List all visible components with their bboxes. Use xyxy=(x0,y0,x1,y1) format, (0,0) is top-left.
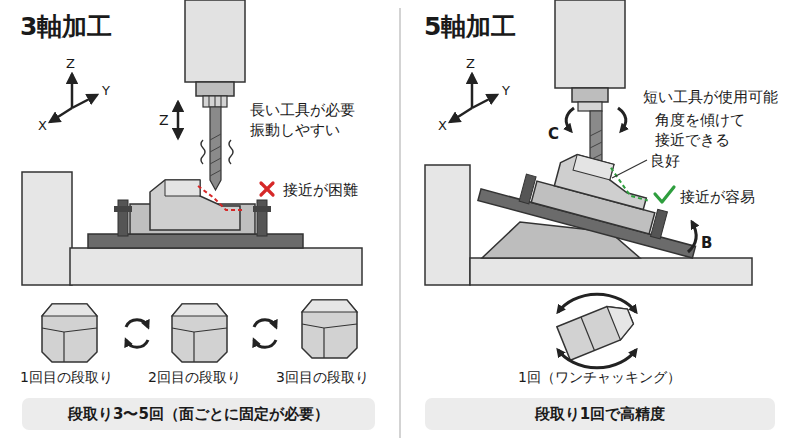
note-text: 長い工具が必要 振動しやすい xyxy=(250,100,370,141)
tilted-workpiece xyxy=(557,300,637,360)
axis-label: B xyxy=(701,233,712,253)
note-text: 短い工具が使用可能 xyxy=(643,87,778,107)
setup-caption: 2回目の段取り xyxy=(148,368,241,387)
setup-caption: 1回目の段取り xyxy=(20,368,113,387)
b-rotation-arrow xyxy=(688,222,696,252)
note-text: 角度を傾けて 接近できる xyxy=(655,110,775,151)
axis-label: Z xyxy=(66,55,75,73)
axis-triad xyxy=(450,74,497,122)
setup-caption: 3回目の段取り xyxy=(276,368,369,387)
cross-mark xyxy=(261,183,273,195)
panel-heading: 5軸加工 xyxy=(424,10,516,44)
axis-label: Y xyxy=(102,82,110,100)
status-text: 接近が容易 xyxy=(680,187,755,207)
vibration-mark xyxy=(201,140,233,164)
divider xyxy=(399,8,401,438)
setup-workpieces xyxy=(42,300,357,362)
spindle xyxy=(555,0,625,111)
machine-3axis xyxy=(22,172,362,285)
summary-band: 段取り1回で高精度 xyxy=(425,398,775,430)
axis-label: Z xyxy=(159,111,169,130)
band-text: 段取り3〜5回（面ごとに固定が必要） xyxy=(68,405,329,424)
rotation-arrows xyxy=(558,294,636,368)
spindle xyxy=(185,0,245,107)
c-rotation-arrows xyxy=(566,108,626,131)
axis-label: Y xyxy=(502,82,510,100)
check-mark xyxy=(655,187,674,202)
axis-triad xyxy=(50,74,97,122)
panel-heading: 3軸加工 xyxy=(20,10,112,44)
summary-band: 段取り3〜5回（面ごとに固定が必要） xyxy=(22,398,375,430)
callout-text: 良好 xyxy=(650,151,680,171)
band-text: 段取り1回で高精度 xyxy=(535,405,665,424)
axis-label: C xyxy=(548,124,559,144)
status-text: 接近が困難 xyxy=(283,180,358,200)
machine-5axis xyxy=(425,133,752,285)
cycle-arrows xyxy=(126,320,276,347)
setup-caption: 1回（ワンチャッキング） xyxy=(518,368,681,387)
axis-label: X xyxy=(38,117,47,135)
axis-label: Z xyxy=(466,55,475,73)
long-tool xyxy=(210,107,221,190)
axis-label: X xyxy=(438,117,447,135)
z-arrow xyxy=(177,102,180,138)
